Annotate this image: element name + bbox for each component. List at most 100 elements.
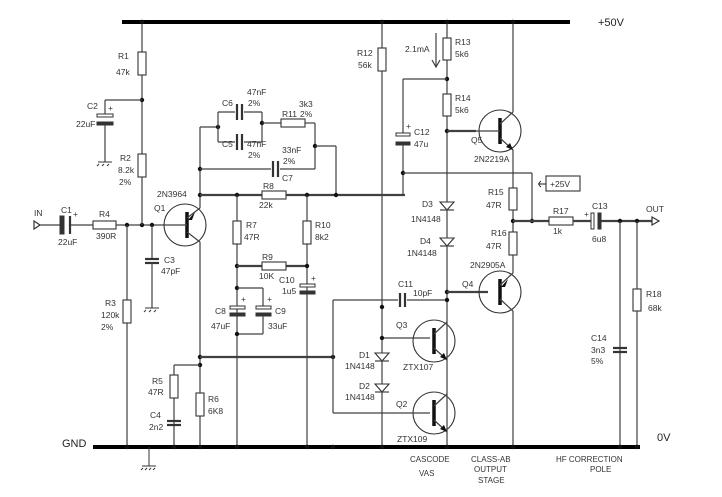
schematic-shape (501, 279, 508, 287)
component-label: 2% (119, 177, 132, 187)
capacitor-c7: 33nF 2% C7 (271, 145, 301, 183)
wire (143, 309, 147, 313)
component-label: C4 (150, 410, 161, 420)
component-label: +25V (550, 179, 570, 189)
junction-dot (444, 444, 450, 450)
component-label: 120k (101, 310, 120, 320)
component-label: C14 (591, 333, 607, 343)
junction-dot (379, 444, 385, 450)
component-label: STAGE (478, 476, 505, 485)
schematic-shape (261, 261, 287, 271)
ground-symbol-c3 (143, 307, 159, 313)
c1-ref: C1 (61, 205, 72, 215)
wire (152, 467, 156, 471)
capacitor-c4: C4 2n2 (149, 410, 181, 432)
schematic-shape (195, 392, 205, 417)
wire (106, 163, 110, 167)
resistor-r2: R2 8.2k 2% (118, 153, 147, 187)
component-label: 5% (591, 356, 604, 366)
component-label: 47pF (161, 266, 180, 276)
schematic-shape (478, 270, 522, 314)
component-label: POLE (590, 465, 611, 474)
component-label: 68k (648, 303, 662, 313)
capacitor-c13: + C13 6u8 (584, 201, 608, 244)
schematic-shape (373, 383, 391, 393)
component-label: 6u8 (592, 234, 606, 244)
component-label: C13 (592, 201, 608, 211)
schematic-shape (395, 141, 411, 146)
schematic-shape (597, 212, 602, 230)
component-label: C11 (398, 279, 413, 289)
component-label: C12 (414, 127, 430, 137)
component-label: CASCODE (410, 455, 450, 464)
component-label: R18 (646, 289, 662, 299)
schematic-shape (229, 312, 246, 317)
capacitor-c6: C6 47nF 2% (222, 87, 266, 120)
component-label: R13 (455, 37, 471, 47)
schematic-shape (280, 118, 306, 128)
schematic-shape (651, 215, 661, 227)
component-label: 33uF (268, 321, 287, 331)
junction-dot (234, 331, 240, 337)
component-label: HF CORRECTION (556, 455, 623, 464)
schematic-shape (632, 288, 642, 312)
junction-dot (124, 444, 130, 450)
wire (499, 111, 514, 125)
junction-dot (197, 444, 203, 450)
component-label: R4 (99, 209, 110, 219)
component-label: R7 (246, 220, 257, 230)
zero-volt-label: 0V (657, 432, 671, 444)
transistor-q2: Q2 ZTX109 (396, 391, 456, 444)
component-label: 2N2219A (474, 154, 510, 164)
component-label: + (311, 273, 316, 283)
component-label: R5 (152, 376, 163, 386)
output-terminal[interactable]: OUT (646, 204, 664, 227)
component-label: + (241, 294, 246, 304)
capacitor-c12: + C12 47u (395, 121, 430, 149)
component-label: + (406, 121, 411, 131)
component-label: 47R (148, 387, 164, 397)
component-label: C8 (215, 306, 226, 316)
ground-symbol-main (140, 447, 156, 471)
c1-plus: + (73, 209, 78, 219)
schematic-shape (59, 215, 65, 235)
wire (431, 59, 441, 69)
schematic-shape (137, 51, 147, 76)
schematic-shape (137, 153, 147, 178)
component-label: OUTPUT (474, 465, 507, 474)
junction-dot (304, 263, 310, 269)
transistor-q4: Q4 2N2905A (462, 260, 522, 314)
component-label: D3 (422, 199, 433, 209)
component-label: C3 (164, 255, 175, 265)
schematic-shape (92, 220, 117, 230)
junction-dot (379, 19, 385, 25)
input-terminal[interactable]: IN (33, 208, 43, 231)
wire (96, 163, 100, 167)
component-label: C5 (222, 139, 233, 149)
diode-d3: D3 1N4148 (411, 199, 456, 224)
diode-d4: D4 1N4148 (407, 236, 456, 258)
schematic-shape (229, 305, 246, 310)
resistor-r17: R17 1k (548, 206, 574, 236)
component-label: 1N4148 (345, 392, 375, 402)
wire (433, 393, 448, 407)
component-label: R12 (357, 48, 373, 58)
stage-label-vas: CASCODE VAS (410, 455, 450, 478)
junction-dot (139, 19, 145, 25)
schematic-shape (506, 143, 513, 150)
junction-dot (379, 304, 385, 310)
schematic-shape (299, 290, 316, 295)
component-label: 2n2 (149, 422, 163, 432)
schematic-shape (33, 219, 42, 231)
resistor-r6: R6 6K8 (195, 392, 223, 417)
resistor-r3: R3 120k 2% (101, 298, 132, 332)
schematic-shape (299, 283, 316, 288)
c1-value: 22uF (58, 237, 77, 247)
junction-dot (171, 444, 177, 450)
component-label: Q2 (396, 399, 408, 409)
stage-label-hf-pole: HF CORRECTION POLE (556, 455, 623, 474)
junction-dot (444, 19, 450, 25)
capacitor-c11: C11 10pF (398, 279, 432, 307)
component-label: 47nF (247, 139, 266, 149)
resistor-r10: R10 8k2 (302, 220, 331, 245)
